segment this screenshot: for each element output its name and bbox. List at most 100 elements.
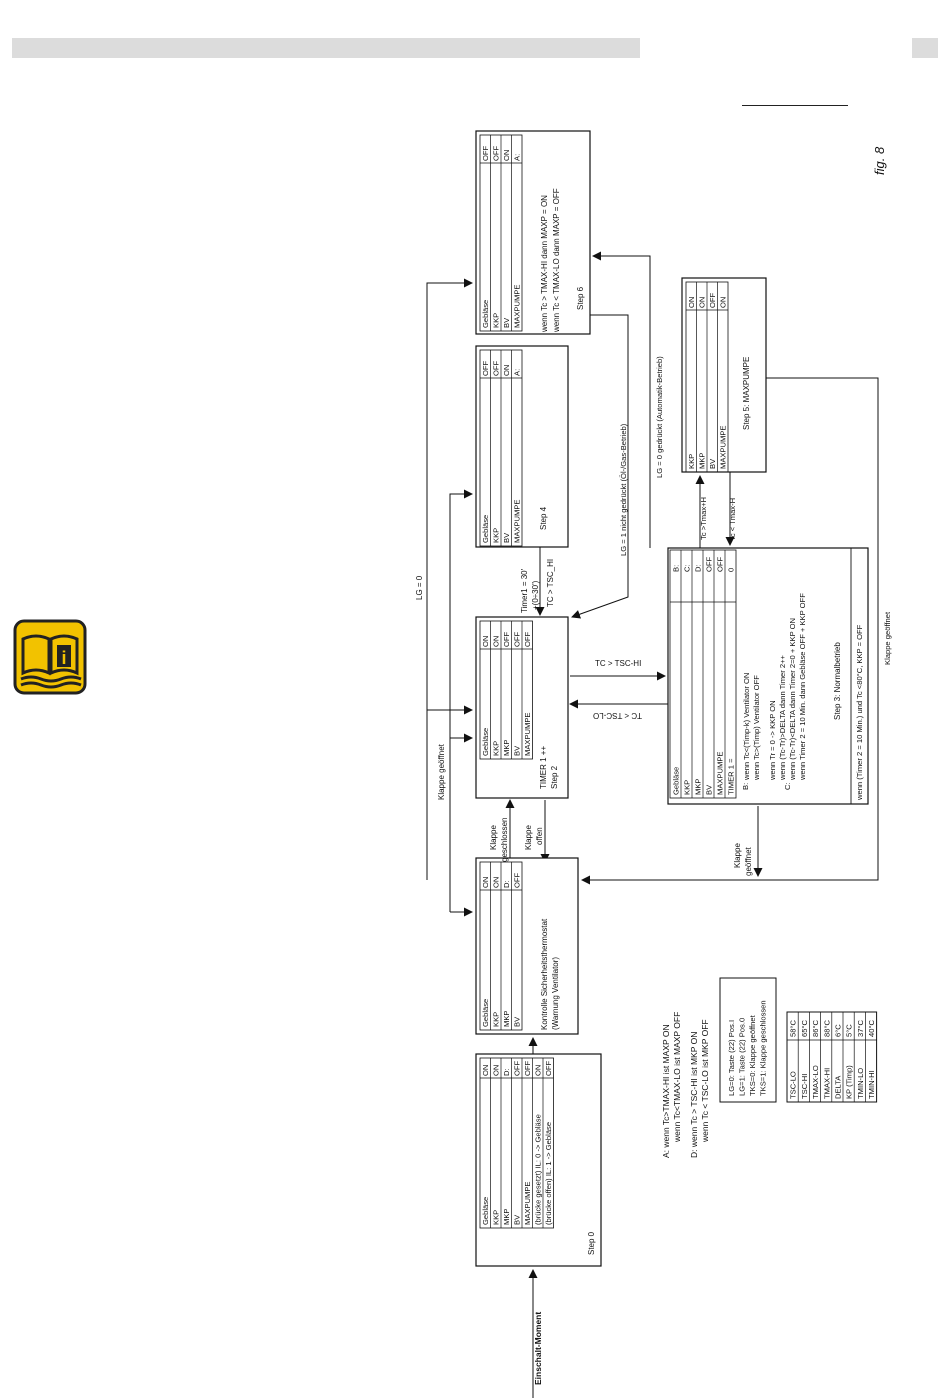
step6-box-row-label: Gebläse — [481, 300, 490, 328]
step6-box-row-value: ON — [502, 150, 511, 161]
legend-line: LG=0: Taste (22) Pos.I — [727, 1020, 736, 1096]
step3-box-caption: Step 3: Normalbetrieb — [833, 642, 842, 720]
param-value: 86°C — [811, 1020, 820, 1037]
param-value: 5°C — [845, 1024, 854, 1037]
step4-box-row-label: KKP — [492, 528, 501, 543]
step2-box-row-value: ON — [481, 636, 490, 647]
start-label: Einschalt-Moment — [533, 1312, 543, 1385]
step4-box-row-value: OFF — [481, 360, 490, 376]
step0-box-row-value: OFF — [513, 1060, 522, 1076]
step0-box-row-value: OFF — [544, 1060, 553, 1076]
step5-box-row-label: MAXPUMPE — [719, 426, 728, 469]
step0-box-row-value: ON — [492, 1065, 501, 1076]
step2-box-row-label: KKP — [492, 741, 501, 756]
label-timer1: Timer1 = 30' — [520, 568, 529, 613]
step5-box-row-value: ON — [687, 297, 696, 308]
label-klappe-geoeffnet-right: Klappe geöffnet — [883, 611, 892, 665]
note-a-line2: wenn Tc<TMAX-LO ist MAXP OFF — [672, 1012, 682, 1143]
header-bar — [12, 38, 640, 58]
step4-box-caption: Step 4 — [539, 506, 548, 530]
step3-box-c-label: C: — [783, 782, 792, 790]
param-value: 6°C — [834, 1024, 843, 1037]
param-name: TSC-LO — [789, 1071, 798, 1099]
label-klappe-geschlossen: Klappe — [489, 825, 498, 850]
step1-box-row-value: ON — [481, 877, 490, 888]
step3-box: GebläseB:KKPC:MKPD:BVOFFMAXPUMPEOFFTIMER… — [667, 547, 869, 805]
connector-lg0-to-step6 — [426, 278, 473, 880]
param-name: TMAX-HI — [822, 1068, 831, 1099]
step1-box-caption: Kontrolle Sicherheitsthermostat — [540, 918, 549, 1030]
header-rule — [742, 105, 848, 106]
step0-box-row-label: MKP — [502, 1209, 511, 1225]
step0-box: GebläseONKKPONMKPD:BVOFFMAXPUMPEOFF(brüc… — [475, 1053, 602, 1267]
label-tc-tsc-hi-up: TC > TSC_HI — [546, 559, 555, 607]
step3-box-c-line: wenn (Tc-Tr)>DELTA dann Timer 2++ — [778, 654, 787, 781]
legend-frame — [719, 977, 777, 1103]
label-tc-tsc-hi: TC > TSC-HI — [595, 659, 641, 668]
step3-box-footer: wenn (Timer 2 = 10 Min.) und Tc <80°C, K… — [855, 624, 864, 801]
legend-line: LG=1: Taste (22) Pos.0 — [738, 1018, 747, 1096]
step1-box-row-label: MKP — [502, 1011, 511, 1027]
label-tc-tmax-h-gt: Tc >Tmax+H — [699, 497, 708, 540]
step3-box-row-label: KKP — [683, 780, 692, 795]
step0-box-row-label: BV — [513, 1214, 522, 1225]
step3-box-row-value: D: — [694, 564, 703, 572]
label-timer1b: +(0÷30') — [531, 580, 540, 610]
step3-box-b-line: wenn Tc<(Timp-k) Ventilator ON — [742, 673, 751, 781]
param-name: TMIN-LO — [856, 1068, 865, 1099]
note-a-line1: A: wenn Tc>TMAX-HI ist MAXP ON — [661, 1024, 671, 1158]
step0-box-row-label: (brücke gesetzt) IL: 0 -> Gebläse — [534, 1114, 543, 1225]
step3-box-row-label: MAXPUMPE — [716, 752, 725, 795]
step0-box-caption: Step 0 — [587, 1231, 596, 1255]
step2-box-caption: TIMER 1 ++ — [539, 746, 548, 789]
step2-box-row-value: ON — [492, 636, 501, 647]
step1-box-row-value: OFF — [513, 872, 522, 888]
param-value: 65°C — [800, 1020, 809, 1037]
connector-lines — [426, 251, 879, 1398]
step2-box-row-label: MKP — [502, 740, 511, 756]
step5-box-row-label: KKP — [687, 454, 696, 469]
step6-box-row-label: KKP — [492, 313, 501, 328]
step4-box-row-value: A: — [513, 369, 522, 376]
label-tc-tsc-lo: TC < TSC-LO — [593, 711, 642, 720]
step3-box-row-label: MKP — [694, 779, 703, 795]
label-lg1-oel-gas: LG = 1 nicht gedrückt (Öl-/Gas-Betrieb) — [619, 423, 628, 556]
step4-box-row-value: OFF — [492, 360, 501, 376]
step6-box-row-label: BV — [502, 317, 511, 328]
step6-box-row-value: OFF — [481, 145, 490, 161]
step1-box-row-label: KKP — [492, 1012, 501, 1027]
step2-box-row-label: Gebläse — [481, 728, 490, 756]
connector-step6-to-step2 — [571, 314, 629, 619]
step6-box-frame — [475, 130, 591, 335]
step6-box-row-value: OFF — [492, 145, 501, 161]
param-name: TMIN-HI — [867, 1070, 876, 1099]
step3-box-row-label: Gebläse — [672, 767, 681, 795]
step0-box-table — [479, 1057, 554, 1229]
param-value: 58°C — [789, 1020, 798, 1037]
svg-text:i: i — [61, 648, 66, 668]
step2-box-caption: Step 2 — [550, 765, 559, 789]
step5-box-row-label: MKP — [698, 453, 707, 469]
step6-box-caption: wenn Tc > TMAX-HI dann MAXP = ON — [540, 195, 549, 333]
note-d-line2: wenn Tc < TSC-LO ist MKP OFF — [700, 1019, 710, 1143]
step6-box-row-label: MAXPUMPE — [513, 285, 522, 328]
step1-box-frame — [475, 857, 579, 1035]
step0-box-row-value: D: — [502, 1068, 511, 1076]
step0-box-row-label: Gebläse — [481, 1197, 490, 1225]
connector-right-return-to-step1 — [581, 377, 879, 885]
step6-box-caption: wenn Tc < TMAX-LO dann MAXP = OFF — [552, 188, 561, 333]
step5-box-caption: Step 5: MAXPUMPE — [742, 357, 751, 430]
label-klappe-geschlossen-2: geschlossen — [500, 818, 509, 862]
param-name: KP (Timp) — [845, 1065, 854, 1099]
step2-box-table — [479, 620, 533, 760]
step3-box-frame — [667, 547, 869, 805]
label-klappe-offen: Klappe — [524, 825, 533, 850]
step3-box-c-line: wenn Timer 2 = 10 Min. dann Gebläse OFF … — [798, 593, 807, 781]
step5-box-row-value: ON — [698, 297, 707, 308]
